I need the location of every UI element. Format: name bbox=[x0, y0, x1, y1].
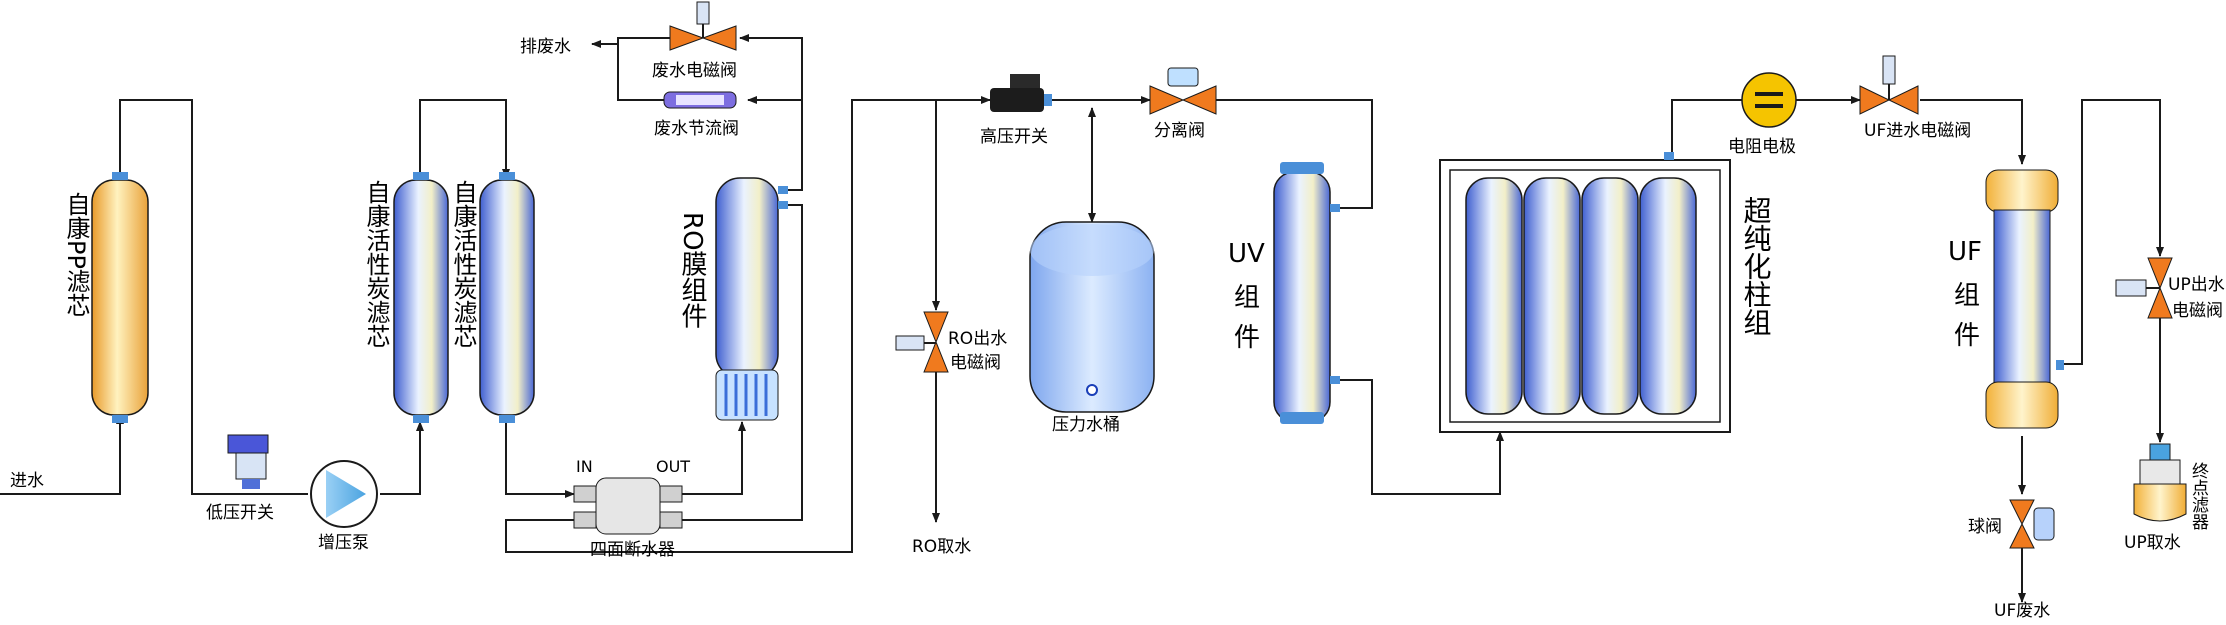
uv-label-3: 件 bbox=[1234, 323, 1260, 353]
resistivity-electrode: 电阻电极 bbox=[1728, 72, 1797, 157]
drain-label: 排废水 bbox=[520, 37, 571, 57]
ro-solenoid-label-2: 电磁阀 bbox=[950, 353, 1001, 373]
carbon-filter-2: 自康活性炭滤芯 bbox=[449, 172, 535, 423]
uf-unit: UF 组 件 bbox=[1948, 169, 2064, 429]
out-label: OUT bbox=[656, 457, 690, 476]
separation-valve: 分离阀 bbox=[1149, 67, 1217, 141]
low-pressure-switch: 低压开关 bbox=[206, 434, 274, 523]
pressure-tank-label: 压力水桶 bbox=[1052, 415, 1120, 435]
uf-label-2: 组 bbox=[1954, 281, 1980, 311]
high-pressure-switch-label: 高压开关 bbox=[980, 127, 1048, 147]
carbon-filter-1-label: 自康活性炭滤芯 bbox=[362, 180, 390, 348]
up-solenoid-label-2: 电磁阀 bbox=[2172, 301, 2223, 321]
carbon-filter-2-label: 自康活性炭滤芯 bbox=[449, 180, 477, 348]
resistivity-electrode-label: 电阻电极 bbox=[1728, 137, 1796, 157]
ro-membrane: RO膜组件 bbox=[677, 177, 788, 421]
four-way-cutoff: IN OUT 四面断水器 bbox=[573, 457, 690, 560]
up-solenoid-valve: UP出水 电磁阀 bbox=[2115, 257, 2225, 321]
ultrapure-column-group: 超纯化柱组 bbox=[1439, 152, 1773, 433]
uv-label-1: UV bbox=[1228, 239, 1265, 269]
ro-membrane-label: RO膜组件 bbox=[677, 212, 707, 329]
terminal-filter: UP取水 终点滤器 bbox=[2124, 443, 2209, 553]
terminal-filter-label: 终点滤器 bbox=[2188, 462, 2209, 530]
uv-label-2: 组 bbox=[1234, 283, 1260, 313]
pp-filter-label: 自康PP滤芯 bbox=[62, 192, 90, 317]
uf-inlet-solenoid-label: UF进水电磁阀 bbox=[1864, 121, 1971, 141]
booster-pump-label: 增压泵 bbox=[318, 533, 369, 553]
uf-label-3: 件 bbox=[1954, 321, 1980, 351]
waste-throttle-label: 废水节流阀 bbox=[654, 119, 739, 139]
carbon-filter-1: 自康活性炭滤芯 bbox=[362, 172, 449, 423]
ro-outlet-label: RO取水 bbox=[912, 537, 971, 557]
waste-solenoid-valve: 废水电磁阀 bbox=[652, 1, 737, 81]
pp-filter: 自康PP滤芯 bbox=[62, 172, 149, 423]
inlet-label: 进水 bbox=[10, 471, 44, 491]
uf-inlet-solenoid-valve: UF进水电磁阀 bbox=[1859, 55, 1971, 141]
uv-unit: UV 组 件 bbox=[1228, 162, 1340, 424]
ball-valve: 球阀 bbox=[1968, 499, 2055, 549]
high-pressure-switch: 高压开关 bbox=[980, 74, 1052, 147]
uf-waste-label: UF废水 bbox=[1994, 601, 2050, 621]
four-way-cutoff-label: 四面断水器 bbox=[590, 540, 675, 560]
ro-solenoid-label-1: RO出水 bbox=[948, 329, 1007, 349]
up-outlet-label: UP取水 bbox=[2124, 533, 2181, 553]
separation-valve-label: 分离阀 bbox=[1154, 121, 1205, 141]
pipes bbox=[0, 34, 2164, 603]
up-solenoid-label-1: UP出水 bbox=[2168, 275, 2225, 295]
uf-label-1: UF bbox=[1948, 237, 1982, 267]
pressure-tank: 压力水桶 bbox=[1029, 221, 1155, 435]
low-pressure-switch-label: 低压开关 bbox=[206, 503, 274, 523]
waste-solenoid-label: 废水电磁阀 bbox=[652, 61, 737, 81]
ultrapure-column-label: 超纯化柱组 bbox=[1740, 196, 1773, 336]
ball-valve-label: 球阀 bbox=[1968, 517, 2002, 537]
waste-throttle-valve: 废水节流阀 bbox=[654, 91, 739, 139]
booster-pump: 增压泵 bbox=[310, 460, 378, 553]
in-label: IN bbox=[576, 457, 593, 476]
ro-solenoid-valve: RO出水 电磁阀 bbox=[895, 311, 1007, 373]
